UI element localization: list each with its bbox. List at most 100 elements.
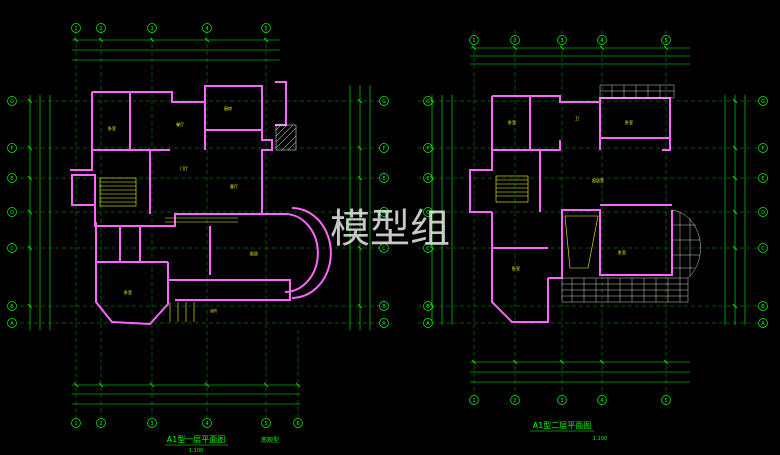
plan-right-scale: 1:100 bbox=[593, 436, 607, 442]
plan-right-axis-bottom-2: 3 bbox=[557, 395, 567, 405]
plan-left-axis-left-4: C bbox=[7, 243, 17, 253]
plan-left-axis-bottom-3: 4 bbox=[202, 418, 212, 428]
plan-left-axis-right-0-label: G bbox=[382, 99, 386, 105]
svg-text:客厅: 客厅 bbox=[230, 183, 238, 189]
plan-right-axis-right-0-label: G bbox=[761, 99, 765, 105]
plan-right-axis-left-3-label: D bbox=[426, 210, 430, 216]
svg-text:卧室: 卧室 bbox=[618, 249, 626, 255]
plan-right-axis-right-2: E bbox=[758, 173, 768, 183]
plan-left-axis-right-4: C bbox=[379, 243, 389, 253]
plan-left-axis-bottom-3-label: 4 bbox=[205, 421, 208, 427]
plan-left-axis-bottom-0-label: 1 bbox=[74, 421, 77, 427]
plan-left-title: A1型一层平面图 bbox=[167, 435, 226, 444]
plan-right-room-labels: 卧室 卧室 起居室 卧室 卧室 卫 bbox=[508, 116, 633, 271]
plan-right-axis-left-1-label: F bbox=[427, 146, 430, 152]
plan-left-axis-right-6: A bbox=[379, 318, 389, 328]
plan-right-axis-top-0-label: 1 bbox=[472, 38, 475, 44]
plan-right-axis-left-6: A bbox=[423, 318, 433, 328]
plan-left-axis-top-3: 4 bbox=[202, 23, 212, 33]
svg-text:卧室: 卧室 bbox=[108, 125, 116, 131]
plan-left-axis-right-0: G bbox=[379, 96, 389, 106]
plan-right-balcony-hatch bbox=[561, 84, 701, 303]
plan-left-axis-right-4-label: C bbox=[382, 246, 386, 252]
svg-text:起居室: 起居室 bbox=[592, 177, 604, 183]
plan-left-axis-left-6: A bbox=[7, 318, 17, 328]
plan-right-axis-left-3: D bbox=[423, 207, 433, 217]
plan-right-details bbox=[495, 175, 599, 269]
plan-left-axis-bottom-4: 5 bbox=[261, 418, 271, 428]
plan-left-axis-left-1: F bbox=[7, 143, 17, 153]
plan-left-axis-top-2: 3 bbox=[147, 23, 157, 33]
svg-text:台阶: 台阶 bbox=[210, 308, 217, 313]
plan-left-axis-top-1: 2 bbox=[96, 23, 106, 33]
plan-right-axis-left-5: B bbox=[423, 301, 433, 311]
plan-left-axis-top-4: 5 bbox=[261, 23, 271, 33]
plan-right-title: A1型二层平面图 bbox=[533, 421, 592, 430]
plan-right-axis-bottom-0-label: 1 bbox=[472, 398, 475, 404]
plan-right-axis-top-4-label: 5 bbox=[664, 38, 667, 44]
plan-right-axis-top-3: 4 bbox=[597, 35, 607, 45]
plan-right-axis-left-2-label: E bbox=[426, 176, 429, 182]
plan-left-scale: 1:100 bbox=[189, 448, 203, 454]
plan-right-axis-top-1-label: 2 bbox=[513, 38, 516, 44]
plan-left-axis-left-3-label: D bbox=[10, 210, 14, 216]
plan-left-axis-top-2-label: 3 bbox=[150, 26, 153, 32]
plan-right-axis-bottom-1: 2 bbox=[510, 395, 520, 405]
plan-right-axis-left-4: C bbox=[423, 243, 433, 253]
svg-text:卧室: 卧室 bbox=[512, 265, 520, 271]
plan-right-axis-right-2-label: E bbox=[761, 176, 764, 182]
plan-left-axis-right-2-label: E bbox=[382, 176, 385, 182]
plan-left-axis-top-4-label: 5 bbox=[264, 26, 267, 32]
plan-right-walls bbox=[469, 95, 673, 323]
plan-right-axis-bottom-3: 4 bbox=[597, 395, 607, 405]
plan-left-axis-top-3-label: 4 bbox=[205, 26, 208, 32]
plan-left-axis-bottom-0: 1 bbox=[71, 418, 81, 428]
plan-right-axis-right-6-label: A bbox=[761, 321, 765, 327]
plan-left-note: 南观型 bbox=[261, 436, 279, 444]
plan-left-axis-bottom-5: 6 bbox=[293, 418, 303, 428]
plan-left-axis-left-5-label: B bbox=[10, 304, 14, 310]
plan-right-axis-right-6: A bbox=[758, 318, 768, 328]
plan-right-axis-right-1-label: F bbox=[762, 146, 765, 152]
plan-right-axis-top-1: 2 bbox=[510, 35, 520, 45]
plan-right-axis-right-1: F bbox=[758, 143, 768, 153]
plan-right-axis-right-4-label: C bbox=[761, 246, 765, 252]
plan-right-axis-left-6-label: A bbox=[426, 321, 430, 327]
svg-text:门厅: 门厅 bbox=[180, 165, 188, 171]
plan-right-axis-top-2-label: 3 bbox=[560, 38, 563, 44]
plan-left-axis-bottom-1-label: 2 bbox=[99, 421, 102, 427]
plan-left-axis-bottom-5-label: 6 bbox=[296, 421, 299, 427]
plan-right-axis-left-0: G bbox=[423, 96, 433, 106]
plan-right-axis-bottom-0: 1 bbox=[469, 395, 479, 405]
plan-left-axis-left-5: B bbox=[7, 301, 17, 311]
plan-left-hatch bbox=[275, 124, 297, 151]
plan-right-axis-bottom-4-label: 5 bbox=[664, 398, 667, 404]
svg-text:起居: 起居 bbox=[250, 250, 258, 256]
plan-right-axis-left-0-label: G bbox=[426, 99, 430, 105]
svg-text:厨房: 厨房 bbox=[224, 105, 232, 111]
plan-left-axis-right-5: B bbox=[379, 301, 389, 311]
svg-text:卧室: 卧室 bbox=[625, 119, 633, 125]
plan-left-grid-lines bbox=[20, 30, 380, 418]
watermark-text: 模型组 bbox=[330, 206, 450, 252]
plan-left: 卧室 餐厅 厨房 客厅 起居 卧室 门厅 台阶 bbox=[20, 30, 380, 418]
plan-left-details bbox=[99, 177, 238, 322]
plan-left-axis-left-2-label: E bbox=[10, 176, 13, 182]
plan-right-axis-top-2: 3 bbox=[557, 35, 567, 45]
plan-right-axis-left-5-label: B bbox=[426, 304, 430, 310]
plan-right-axis-left-4-label: C bbox=[426, 246, 430, 252]
plan-right-axis-right-5-label: B bbox=[761, 304, 765, 310]
plan-right-axis-top-3-label: 4 bbox=[600, 38, 603, 44]
plan-left-axis-right-1-label: F bbox=[383, 146, 386, 152]
plan-left-room-labels: 卧室 餐厅 厨房 客厅 起居 卧室 门厅 台阶 bbox=[108, 105, 258, 313]
plan-left-axis-top-0-label: 1 bbox=[74, 26, 77, 32]
plan-left-axis-left-4-label: C bbox=[10, 246, 14, 252]
plan-left-axis-bottom-2-label: 3 bbox=[150, 421, 153, 427]
plan-left-axis-left-3: D bbox=[7, 207, 17, 217]
plan-left-axis-right-1: F bbox=[379, 143, 389, 153]
plan-right-axis-top-0: 1 bbox=[469, 35, 479, 45]
plan-right-dimension-lines bbox=[431, 47, 746, 383]
plan-right-dimension-ticks bbox=[429, 45, 738, 365]
